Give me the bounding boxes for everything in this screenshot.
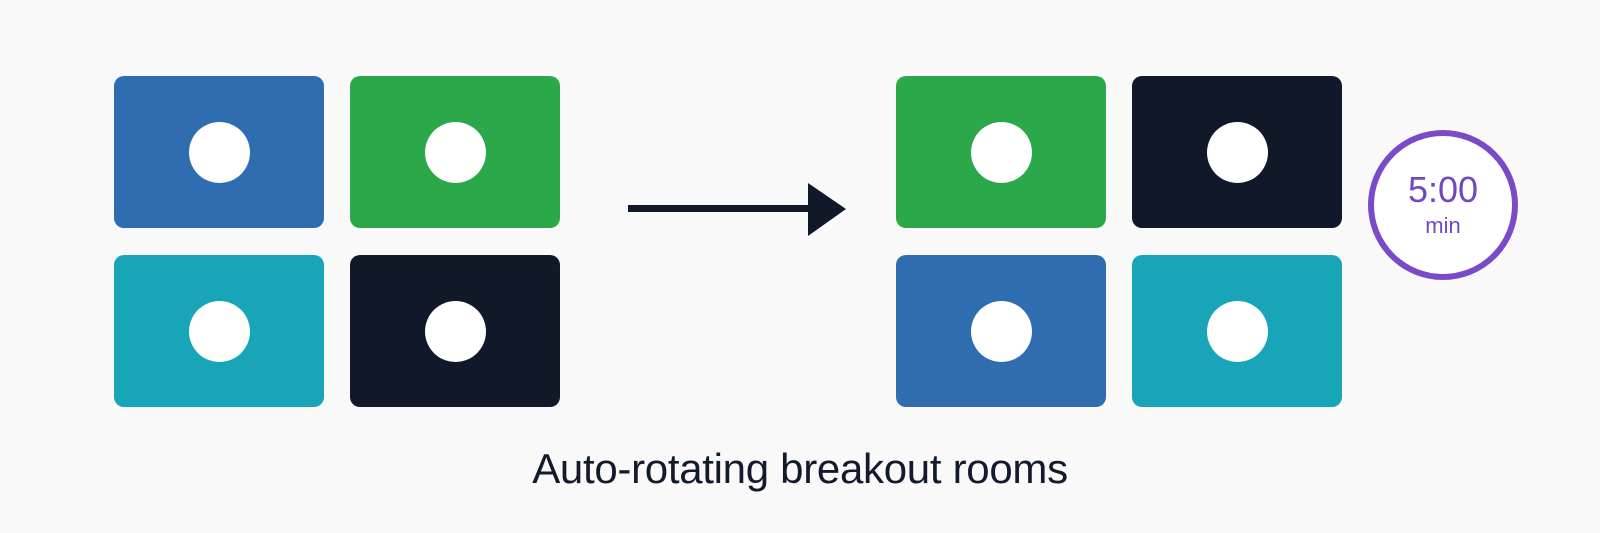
room-blue (114, 76, 324, 228)
room-green (896, 76, 1106, 228)
participant-dot (1206, 121, 1268, 183)
timer-time: 5:00 (1407, 169, 1479, 210)
room-teal (114, 255, 324, 407)
participant-dot (424, 121, 486, 183)
participant-dot (970, 300, 1032, 362)
timer-badge: 5:00 min (1368, 130, 1518, 280)
room-green (350, 76, 560, 228)
participant-dot (970, 121, 1032, 183)
participant-dot (188, 121, 250, 183)
timer-unit: min (1425, 213, 1461, 238)
caption: Auto-rotating breakout rooms (532, 445, 1068, 492)
room-navy (350, 255, 560, 407)
room-teal (1132, 255, 1342, 407)
right-arrow-icon (628, 183, 846, 236)
participant-dot (188, 300, 250, 362)
room-blue (896, 255, 1106, 407)
participant-dot (1206, 300, 1268, 362)
room-navy (1132, 76, 1342, 228)
participant-dot (424, 300, 486, 362)
